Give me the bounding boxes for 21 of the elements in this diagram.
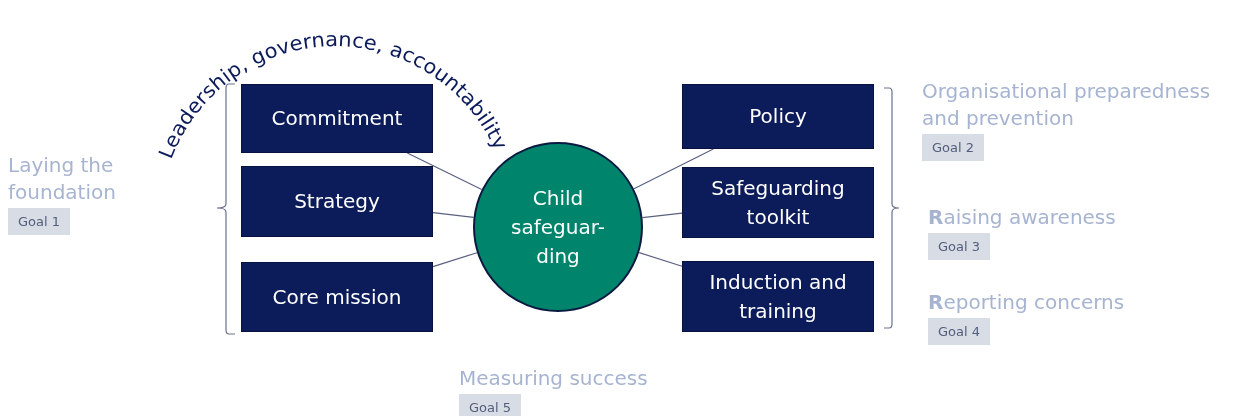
goal-heading: Laying the foundation — [8, 152, 117, 206]
goal-tag: Goal 3 — [928, 233, 990, 260]
connector-line — [633, 148, 714, 190]
connector-line — [638, 252, 683, 267]
process-box: Safeguarding toolkit — [682, 167, 874, 238]
process-box: Policy — [682, 84, 874, 149]
goal-tag: Goal 2 — [922, 134, 984, 161]
goal-heading: Raising awareness — [928, 204, 1116, 231]
connector-line — [406, 152, 483, 191]
goal-heading: Reporting concerns — [928, 289, 1125, 316]
connector-line — [641, 212, 683, 219]
process-box: Core mission — [241, 262, 433, 332]
process-box: Strategy — [241, 166, 433, 237]
goal-tag: Goal 4 — [928, 318, 990, 345]
connector-line — [432, 212, 475, 218]
goal-heading: Measuring success — [459, 365, 648, 392]
goal-tag: Goal 5 — [459, 394, 521, 416]
connector-line — [432, 252, 478, 268]
goal-tag: Goal 1 — [8, 208, 70, 235]
process-box: Induction and training — [682, 261, 874, 332]
goal-heading: Organisational preparedness and prevention — [922, 78, 1212, 132]
